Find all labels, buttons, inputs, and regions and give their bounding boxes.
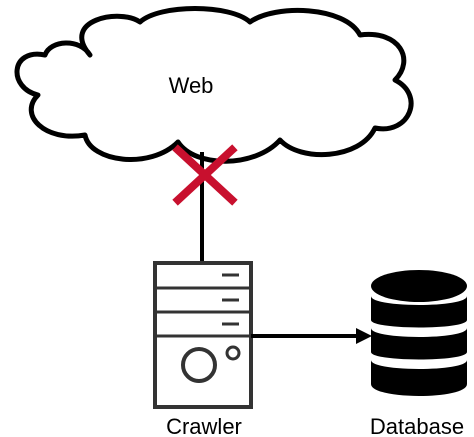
cloud-icon <box>14 6 414 164</box>
database-label: Database <box>370 414 464 437</box>
database-node: Database <box>370 270 467 437</box>
server-icon <box>153 261 253 409</box>
crawler-node: Crawler <box>153 261 253 437</box>
arrowhead-icon <box>356 328 372 344</box>
web-node: Web <box>14 6 414 164</box>
crawler-database-arrow <box>251 328 372 344</box>
database-icon <box>371 270 467 396</box>
crawler-label: Crawler <box>166 414 242 437</box>
x-mark-icon <box>172 144 238 206</box>
web-label: Web <box>169 73 214 98</box>
